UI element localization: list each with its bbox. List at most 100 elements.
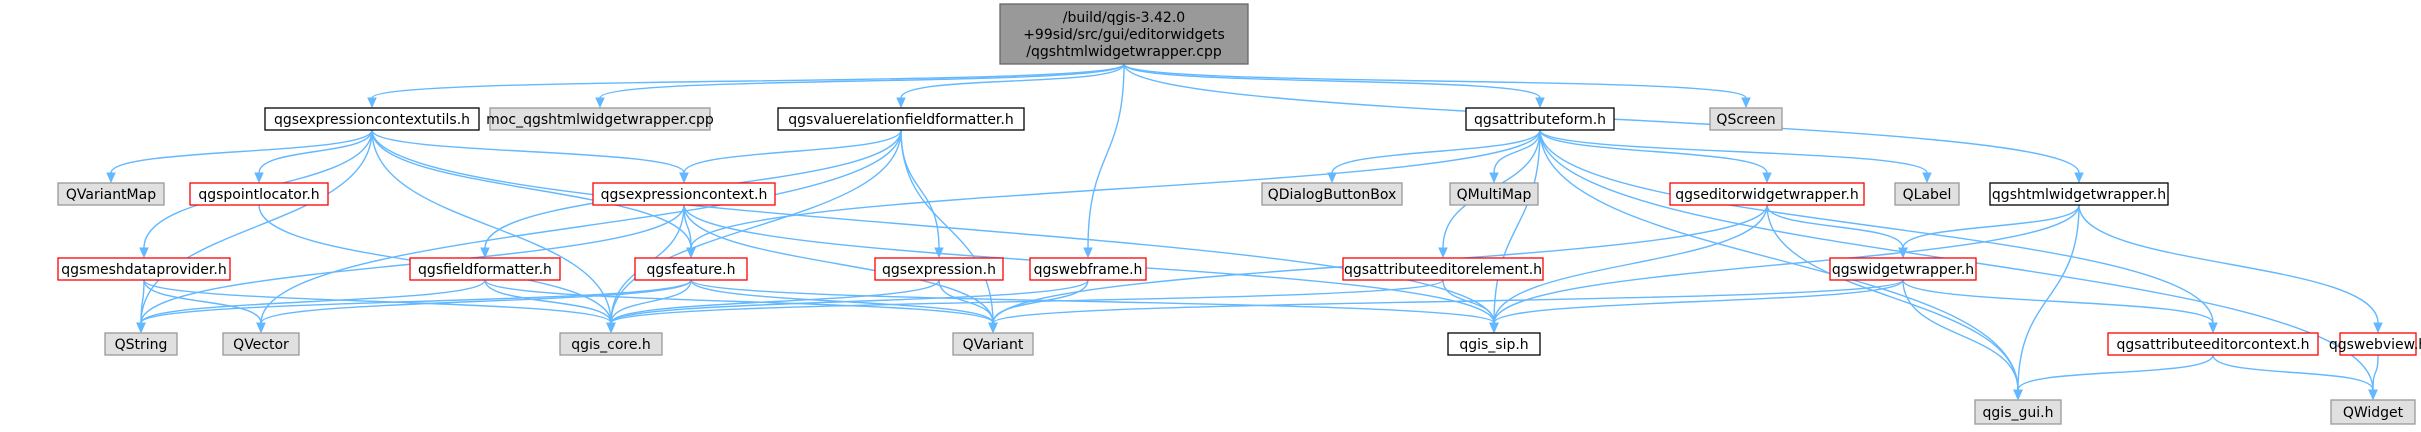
- node-label: qgsattributeeditorcontext.h: [2116, 337, 2309, 353]
- node-qgis-core-h[interactable]: qgis_core.h: [559, 332, 663, 356]
- node-label: qgspointlocator.h: [198, 187, 319, 203]
- node-qgspointlocator-h[interactable]: qgspointlocator.h: [189, 182, 329, 206]
- node-qgsvaluerelationfieldformatter-h[interactable]: qgsvaluerelationfieldformatter.h: [777, 107, 1025, 131]
- edge-root-to-qgswebframe_h: [1083, 63, 1125, 259]
- node-qgsattributeeditorelement-h[interactable]: qgsattributeeditorelement.h: [1342, 257, 1544, 281]
- edge-root-to-qgsexpressioncontextutils_h: [367, 63, 1125, 109]
- node-box: [1447, 332, 1541, 356]
- node-box: [57, 257, 231, 281]
- node-label: qgis_core.h: [571, 337, 651, 353]
- node-qgsattributeform-h[interactable]: qgsattributeform.h: [1465, 107, 1615, 131]
- node-qgis-sip-h[interactable]: qgis_sip.h: [1447, 332, 1541, 356]
- node-box: [1829, 257, 1977, 281]
- edge-qgsexpression_h-to-qgis_core_h: [606, 279, 940, 334]
- node-label: moc_qgshtmlwidgetwrapper.cpp: [486, 112, 714, 128]
- edge-root-to-moc_qgshtmlwidgetwrapper_cpp: [595, 63, 1125, 109]
- node-qgsexpression-h[interactable]: qgsexpression.h: [874, 257, 1004, 281]
- node-qgswebframe-h[interactable]: qgswebframe.h: [1029, 257, 1147, 281]
- edge-qgseditorwidgetwrapper_h-to-qgis_gui_h: [1766, 204, 2023, 401]
- node-box: [952, 332, 1034, 356]
- node-label: qgshtmlwidgetwrapper.h: [1992, 187, 2166, 203]
- node-label: qgsmeshdataprovider.h: [61, 262, 226, 278]
- edge-root-to-qscreen: [1123, 63, 1751, 109]
- edge-qgswebframe_h-to-qvariant: [988, 279, 1089, 334]
- node-box: [2330, 399, 2416, 425]
- node-box: [489, 107, 711, 131]
- node-qmultimap[interactable]: QMultiMap: [1449, 182, 1539, 206]
- node-label: /build/qgis-3.42.0: [1063, 10, 1185, 26]
- node-label: qgsattributeform.h: [1474, 112, 1606, 128]
- edge-qgsexpressioncontextutils_h-to-qgspointlocator_h: [254, 129, 373, 184]
- node-qdialogbuttonbox[interactable]: QDialogButtonBox: [1261, 182, 1403, 206]
- node-box: [57, 182, 165, 206]
- node-qgsmeshdataprovider-h[interactable]: qgsmeshdataprovider.h: [57, 257, 231, 281]
- node-box: [999, 3, 1249, 65]
- node-label: QScreen: [1716, 112, 1775, 128]
- node-qgshtmlwidgetwrapper-h[interactable]: qgshtmlwidgetwrapper.h: [1989, 182, 2169, 206]
- edge-qgsexpressioncontextutils_h-to-qvariantmap: [106, 129, 373, 184]
- edge-qgswidgetwrapper_h-to-qgsattributeeditorcontext_h: [1902, 279, 2218, 334]
- node-qgswidgetwrapper-h[interactable]: qgswidgetwrapper.h: [1829, 257, 1977, 281]
- node-label: /qgshtmlwidgetwrapper.cpp: [1026, 44, 1222, 60]
- node-qlabel[interactable]: QLabel: [1894, 182, 1960, 206]
- node-box: [1989, 182, 2169, 206]
- edge-qgsattributeform_h-to-qgseditorwidgetwrapper_h: [1539, 129, 1772, 184]
- edge-qgsfeature_h-to-qgis_core_h: [606, 279, 692, 334]
- node-label: qgswebview.h: [2329, 337, 2421, 353]
- node-qgsfieldformatter-h[interactable]: qgsfieldformatter.h: [409, 257, 561, 281]
- edge-qgswebview_h-to-qwidget: [2368, 354, 2379, 401]
- node-label: qgis_sip.h: [1459, 337, 1528, 353]
- node-qwidget[interactable]: QWidget: [2330, 399, 2416, 425]
- node-box: [1029, 257, 1147, 281]
- node-label: QMultiMap: [1457, 187, 1532, 203]
- node-box: [264, 107, 480, 131]
- node-root[interactable]: /build/qgis-3.42.0+99sid/src/gui/editorw…: [999, 3, 1249, 65]
- edge-qgsattributeform_h-to-qdialogbuttonbox: [1327, 129, 1541, 184]
- node-qgsexpressioncontextutils-h[interactable]: qgsexpressioncontextutils.h: [264, 107, 480, 131]
- node-qgseditorwidgetwrapper-h[interactable]: qgseditorwidgetwrapper.h: [1669, 182, 1865, 206]
- edges-layer: [106, 63, 2383, 401]
- edge-qgsvaluerelationfieldformatter_h-to-qvector: [256, 129, 902, 334]
- edge-root-to-qgsattributeform_h: [1123, 63, 1545, 109]
- node-label: qgis_gui.h: [1983, 405, 2054, 421]
- node-box: [2107, 332, 2319, 356]
- nodes-layer: /build/qgis-3.42.0+99sid/src/gui/editorw…: [57, 3, 2421, 425]
- edge-qgsexpressioncontextutils_h-to-qstring: [136, 129, 373, 334]
- node-label: qgsfieldformatter.h: [418, 262, 552, 278]
- edge-qgsattributeeditorcontext_h-to-qgis_gui_h: [2013, 354, 2214, 401]
- edge-qgsfeature_h-to-qstring: [136, 279, 692, 334]
- node-qstring[interactable]: QString: [104, 332, 178, 356]
- node-qvariant[interactable]: QVariant: [952, 332, 1034, 356]
- node-label: QLabel: [1903, 187, 1952, 203]
- node-qgsexpressioncontext-h[interactable]: qgsexpressioncontext.h: [592, 182, 776, 206]
- node-box: [1709, 107, 1783, 131]
- node-qscreen[interactable]: QScreen: [1709, 107, 1783, 131]
- edge-qgswidgetwrapper_h-to-qgis_sip_h: [1489, 279, 1904, 334]
- edge-qgsattributeform_h-to-qmultimap: [1489, 129, 1541, 184]
- node-label: QWidget: [2343, 405, 2404, 421]
- node-label: qgsfeature.h: [647, 262, 736, 278]
- node-qvector[interactable]: QVector: [222, 332, 300, 356]
- node-label: QDialogButtonBox: [1268, 187, 1397, 203]
- edge-root-to-qgsvaluerelationfieldformatter_h: [896, 63, 1125, 109]
- node-moc-qgshtmlwidgetwrapper-cpp[interactable]: moc_qgshtmlwidgetwrapper.cpp: [486, 107, 714, 131]
- node-label: QVector: [233, 337, 289, 353]
- node-box: [1974, 399, 2062, 425]
- edge-qgsexpressioncontextutils_h-to-qgsexpressioncontext_h: [371, 129, 689, 184]
- node-qgswebview-h[interactable]: qgswebview.h: [2329, 332, 2421, 356]
- node-label: QString: [115, 337, 168, 353]
- edge-qgsvaluerelationfieldformatter_h-to-qgsexpressioncontext_h: [679, 129, 902, 184]
- node-qvariantmap[interactable]: QVariantMap: [57, 182, 165, 206]
- edge-qgshtmlwidgetwrapper_h-to-qgswebview_h: [2078, 204, 2383, 334]
- node-box: [2339, 332, 2417, 356]
- node-box: [104, 332, 178, 356]
- node-box: [777, 107, 1025, 131]
- node-label: qgsattributeeditorelement.h: [1344, 262, 1542, 278]
- node-label: qgsexpressioncontext.h: [601, 187, 768, 203]
- edge-qgshtmlwidgetwrapper_h-to-qgis_sip_h: [1489, 204, 2080, 334]
- node-label: +99sid/src/gui/editorwidgets: [1023, 27, 1225, 43]
- node-box: [1894, 182, 1960, 206]
- node-qgsattributeeditorcontext-h[interactable]: qgsattributeeditorcontext.h: [2107, 332, 2319, 356]
- node-qgsfeature-h[interactable]: qgsfeature.h: [634, 257, 748, 281]
- node-qgis-gui-h[interactable]: qgis_gui.h: [1974, 399, 2062, 425]
